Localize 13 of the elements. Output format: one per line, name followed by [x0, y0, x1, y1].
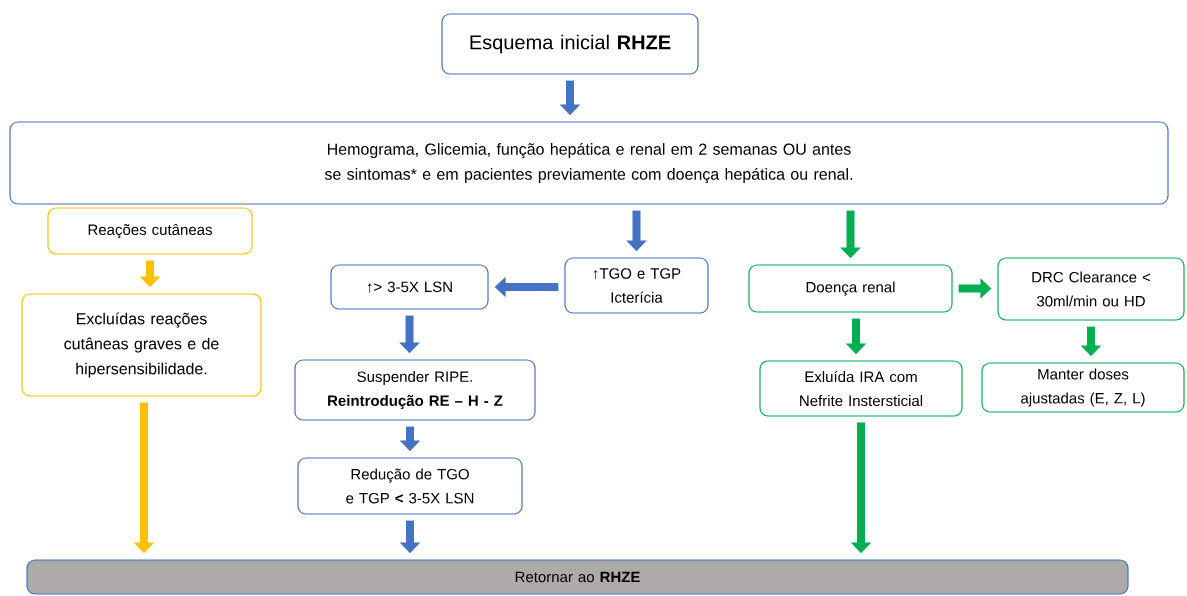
process-box: Excluídas reações cutâneas graves e de hipersensibilidade.: [21, 293, 262, 397]
process-bar: Retornar ao RHZE: [26, 559, 1129, 595]
process-box: ↑> 3-5X LSN: [330, 264, 489, 310]
process-box: Reações cutâneas: [47, 207, 253, 255]
process-box: Suspender RIPE. Reintrodução RE – H - Z: [294, 359, 536, 421]
process-box: Doença renal: [748, 264, 953, 313]
process-box: Esquema inicial RHZE: [441, 13, 699, 75]
process-box: ↑TGO e TGP Icterícia: [564, 257, 709, 314]
process-box: Hemograma, Glicemia, função hepática e renal em 2 semanas OU antes se sintomas* e em pacientes previamente com doença hepática ou renal.: [9, 121, 1169, 205]
process-box: Exluída IRA com Nefrite Instersticial: [759, 360, 963, 417]
process-box: DRC Clearance < 30ml/min ou HD: [997, 257, 1185, 321]
process-box: Manter doses ajustadas (E, Z, L): [981, 362, 1185, 413]
process-box: Redução de TGO e TGP < 3-5X LSN: [297, 457, 523, 515]
